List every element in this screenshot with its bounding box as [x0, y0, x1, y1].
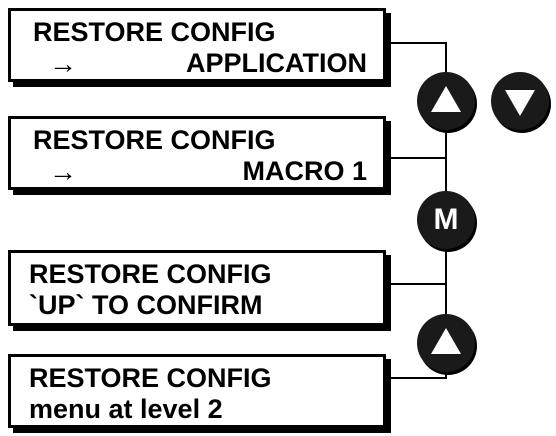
screen-value: MACRO 1 — [242, 156, 367, 186]
up-triangle-icon — [431, 328, 461, 354]
screen-title: RESTORE CONFIG — [33, 125, 276, 155]
up-button[interactable] — [417, 72, 475, 130]
screen-value-row: → APPLICATION — [33, 48, 383, 79]
display-screen-macro: RESTORE CONFIG → MACRO 1 — [8, 116, 386, 190]
screen-title: RESTORE CONFIG — [29, 363, 272, 393]
right-arrow-icon: → — [49, 156, 77, 187]
display-screen-application: RESTORE CONFIG → APPLICATION — [8, 8, 386, 82]
screen-value: `UP` TO CONFIRM — [29, 290, 263, 320]
display-screen-confirm: RESTORE CONFIG `UP` TO CONFIRM — [8, 250, 386, 326]
screen-value: APPLICATION — [186, 48, 367, 78]
menu-button[interactable]: M — [417, 191, 475, 249]
menu-button-label: M — [433, 203, 459, 236]
screen-title: RESTORE CONFIG — [33, 17, 276, 47]
screen-title: RESTORE CONFIG — [29, 259, 272, 289]
screen-value-row: → MACRO 1 — [33, 156, 383, 187]
down-triangle-icon — [505, 90, 535, 116]
screen-value: menu at level 2 — [29, 394, 223, 424]
display-screen-menu-level: RESTORE CONFIG menu at level 2 — [8, 354, 386, 428]
right-arrow-icon: → — [49, 48, 77, 79]
down-button[interactable] — [491, 72, 549, 130]
up-triangle-icon — [431, 86, 461, 112]
up-confirm-button[interactable] — [417, 314, 475, 372]
